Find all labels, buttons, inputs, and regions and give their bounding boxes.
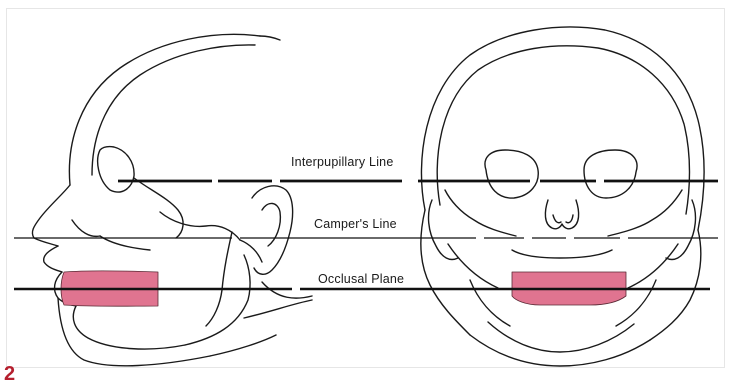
figure-number: 2 [4, 364, 15, 384]
profile-head-outline [32, 34, 312, 365]
campers-line-label: Camper's Line [314, 217, 397, 231]
occlusal-plane-label: Occlusal Plane [318, 272, 404, 286]
frontal-skull-outline [421, 27, 704, 366]
interpupillary-label: Interpupillary Line [291, 155, 393, 169]
